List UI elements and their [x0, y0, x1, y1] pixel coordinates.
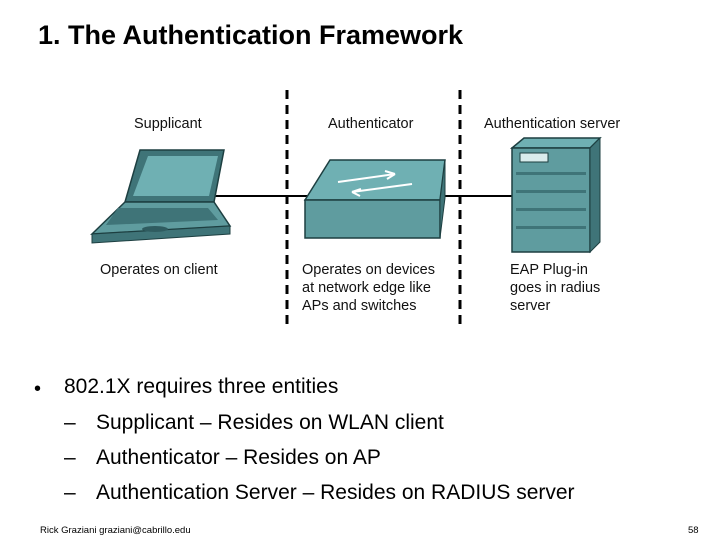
switch-icon	[303, 159, 446, 239]
authenticator-caption-line-1: Operates on devices	[302, 262, 435, 278]
server-caption-line-2: goes in radius	[510, 280, 601, 296]
slide-number: 58	[688, 525, 699, 536]
server-caption-line-3: server	[510, 298, 551, 314]
bullet-marker: •	[34, 378, 42, 400]
bullet-text: 802.1X requires three entities	[64, 375, 339, 398]
sub-item-text: Authenticator – Resides on AP	[96, 446, 381, 469]
server-caption-line-1: EAP Plug-in	[510, 262, 588, 278]
sub-item-dash: –	[64, 481, 76, 504]
diagram-graphics	[90, 90, 602, 330]
footer-author: Rick Graziani graziani@cabrillo.edu	[40, 525, 191, 536]
laptop-icon	[90, 149, 232, 244]
sub-item-dash: –	[64, 411, 76, 434]
sub-item-text: Authentication Server – Resides on RADIU…	[96, 481, 575, 504]
sub-item-authentication-server: –Authentication Server – Resides on RADI…	[64, 481, 575, 505]
authentication-diagram: Supplicant Authenticator Authentication …	[90, 90, 621, 330]
server-icon	[509, 136, 602, 254]
sub-item-supplicant: –Supplicant – Resides on WLAN client	[64, 411, 444, 435]
sub-item-text: Supplicant – Resides on WLAN client	[96, 411, 444, 434]
authenticator-caption-line-3: APs and switches	[302, 298, 417, 314]
supplicant-caption: Operates on client	[100, 262, 218, 278]
supplicant-heading: Supplicant	[134, 116, 202, 132]
sub-item-dash: –	[64, 446, 76, 469]
slide-title: 1. The Authentication Framework	[38, 20, 464, 50]
sub-item-authenticator: –Authenticator – Resides on AP	[64, 446, 381, 470]
authenticator-heading: Authenticator	[328, 116, 414, 132]
authentication-server-heading: Authentication server	[484, 116, 621, 132]
authenticator-caption-line-2: at network edge like	[302, 280, 431, 296]
